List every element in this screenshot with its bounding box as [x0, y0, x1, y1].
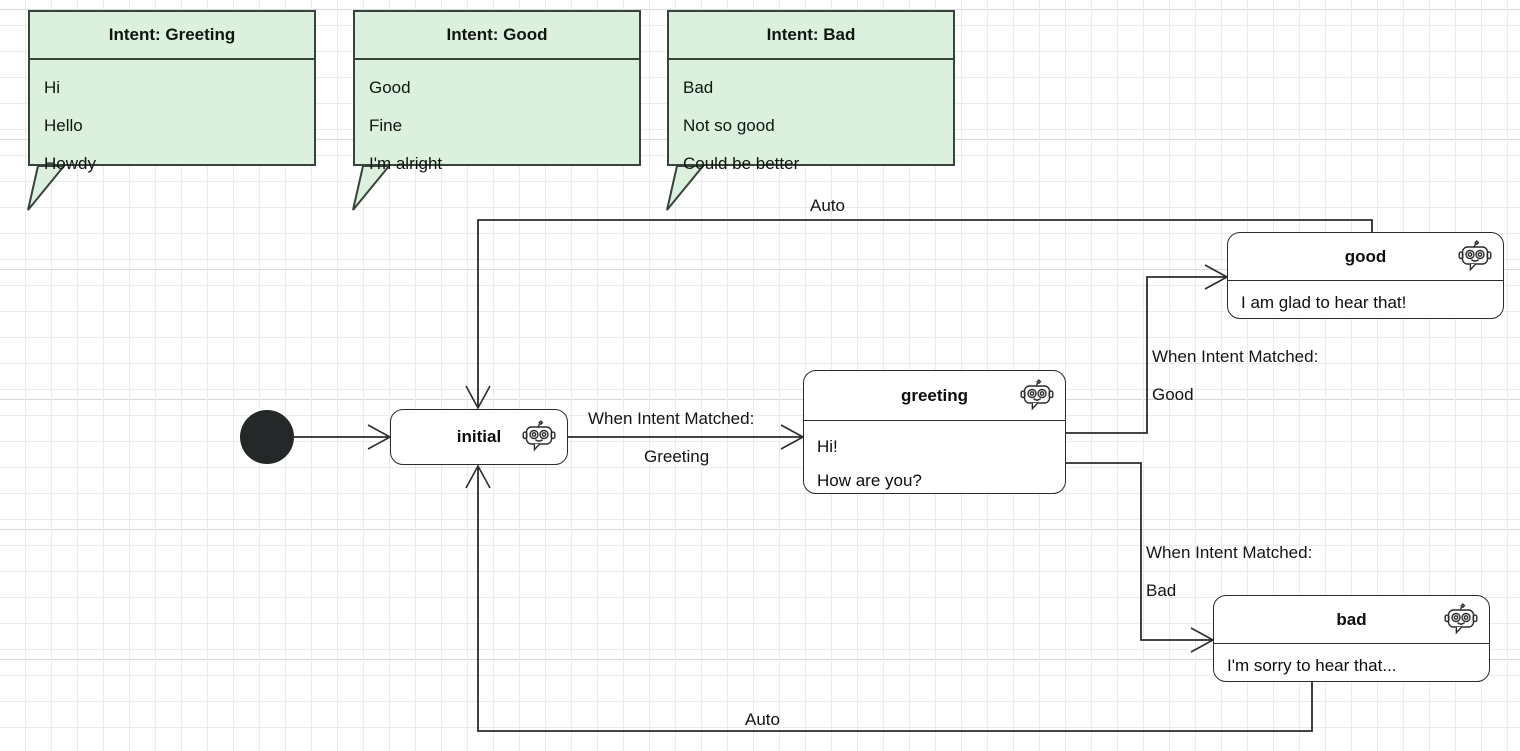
note-tail-good: [352, 165, 392, 211]
edge-label-greeting-to-bad-line2: Bad: [1146, 581, 1177, 600]
edge-label-greeting-to-good-line2: Good: [1152, 385, 1194, 404]
robot-icon: [1455, 234, 1495, 279]
edge-label-greeting-to-bad-line1: When Intent Matched:: [1146, 543, 1313, 562]
state-node-greeting[interactable]: greeting: [803, 370, 1066, 494]
state-node-good[interactable]: good I a: [1227, 232, 1504, 319]
note-title: Intent: Good: [355, 12, 639, 60]
note-line: I'm alright: [369, 154, 443, 173]
arrowhead-bad-to-initial: [465, 464, 491, 489]
state-title-row: initial: [391, 410, 567, 464]
note-line: Good: [369, 78, 411, 97]
note-intent-greeting[interactable]: Intent: Greeting Hi Hello Howdy: [28, 10, 316, 173]
note-intent-good[interactable]: Intent: Good Good Fine I'm alright: [353, 10, 641, 173]
note-body: Hi Hello Howdy: [30, 60, 314, 183]
note-line: Hello: [44, 116, 83, 135]
note-body: Bad Not so good Could be better: [669, 60, 953, 183]
state-body: I'm sorry to hear that...: [1214, 644, 1489, 679]
state-title-row: greeting: [804, 371, 1065, 420]
note-tail-greeting: [27, 165, 67, 211]
state-separator: [804, 420, 1065, 421]
edge-greeting-to-good: [1066, 276, 1225, 434]
state-line: I'm sorry to hear that...: [1227, 656, 1397, 675]
note-title: Intent: Bad: [669, 12, 953, 60]
edge-good-to-initial: [477, 219, 1373, 406]
state-separator: [1214, 643, 1489, 644]
state-body: Hi! How are you?: [804, 421, 1065, 493]
state-title-row: bad: [1214, 596, 1489, 643]
robot-icon: [519, 415, 559, 460]
edge-label-bad-to-initial: Auto: [745, 710, 780, 729]
note-line: Fine: [369, 116, 403, 135]
edge-label-greeting-to-good-line1: When Intent Matched:: [1152, 347, 1319, 366]
state-title: bad: [1336, 609, 1367, 629]
state-line: How are you?: [817, 471, 922, 490]
state-node-initial[interactable]: initial: [390, 409, 568, 465]
note-tail-group: [27, 165, 706, 211]
note-body: Good Fine I'm alright: [355, 60, 639, 183]
start-state[interactable]: [240, 410, 294, 464]
edge-greeting-to-bad: [1066, 462, 1211, 641]
arrowhead-good-to-initial: [465, 385, 491, 410]
edge-bad-to-initial: [477, 468, 1313, 732]
note-line: Bad: [683, 78, 714, 97]
state-line: I am glad to hear that!: [1241, 293, 1407, 312]
edge-label-initial-to-greeting-line1: When Intent Matched:: [588, 409, 755, 428]
state-node-bad[interactable]: bad I'm: [1213, 595, 1490, 682]
note-line: Howdy: [44, 154, 96, 173]
robot-icon: [1441, 597, 1481, 642]
state-title: initial: [456, 427, 502, 446]
note-title: Intent: Greeting: [30, 12, 314, 60]
state-body: I am glad to hear that!: [1228, 281, 1503, 316]
note-intent-bad[interactable]: Intent: Bad Bad Not so good Could be bet…: [667, 10, 955, 173]
note-line: Could be better: [683, 154, 800, 173]
edge-label-good-to-initial: Auto: [810, 196, 845, 215]
note-tail-bad: [666, 165, 706, 211]
state-separator: [1228, 280, 1503, 281]
state-title-row: good: [1228, 233, 1503, 280]
robot-icon: [1017, 373, 1057, 418]
state-line: Hi!: [817, 437, 838, 456]
note-line: Not so good: [683, 116, 775, 135]
edge-label-initial-to-greeting-line2: Greeting: [644, 447, 710, 466]
state-title: greeting: [900, 385, 969, 405]
note-line: Hi: [44, 78, 61, 97]
state-title: good: [1344, 246, 1387, 266]
